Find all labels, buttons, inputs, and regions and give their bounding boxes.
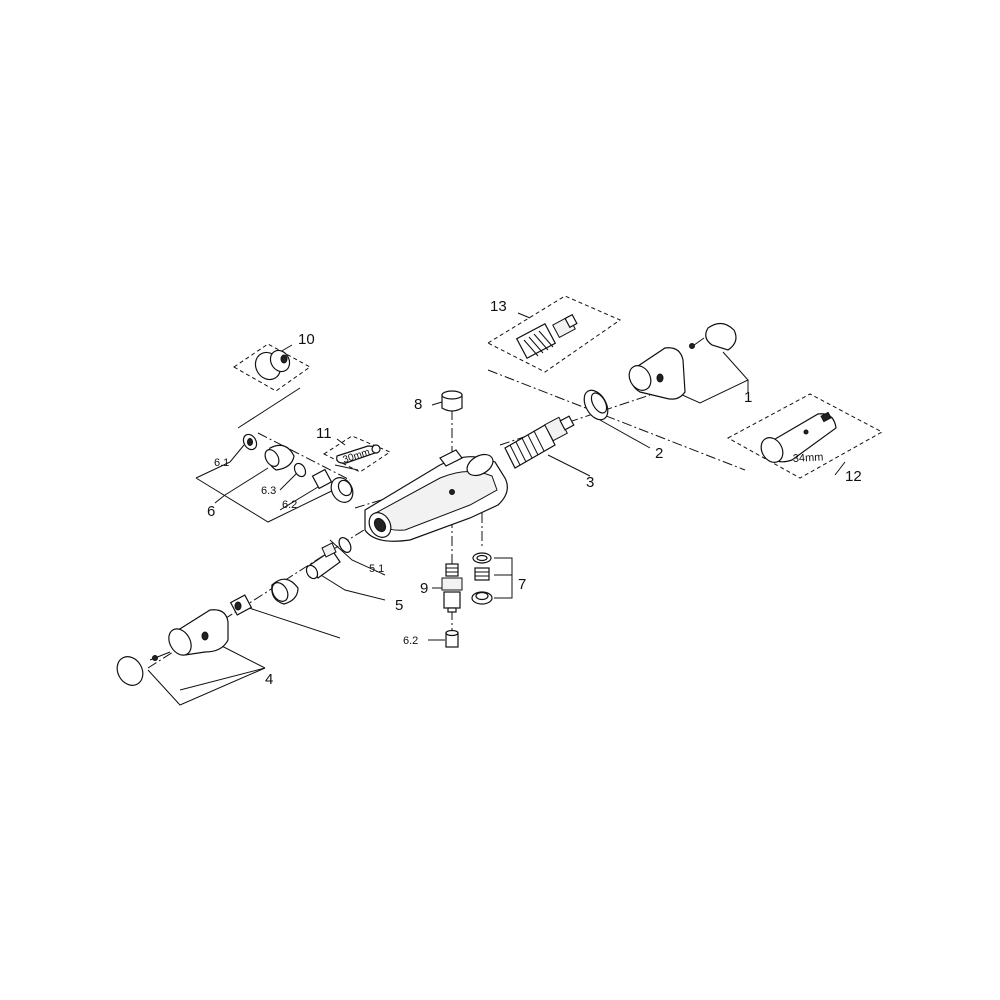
mixer-body: [364, 449, 508, 542]
kit-box-11: [322, 435, 392, 473]
label-part-10: 10: [298, 331, 315, 348]
cap-8: [441, 390, 463, 412]
label-part-3: 3: [586, 474, 594, 491]
label-part-5: 5: [395, 597, 403, 614]
nut-10: [254, 349, 291, 381]
label-part-13: 13: [490, 298, 507, 315]
label-part-5-1: 5.1: [369, 563, 384, 575]
leader-lines: [147, 312, 846, 706]
label-part-6: 6: [207, 503, 215, 520]
cartridge-13: [515, 313, 578, 360]
kit-box-13: [486, 295, 622, 373]
valve-5: [305, 537, 352, 580]
label-part-9: 9: [420, 580, 428, 597]
label-part-6-1: 6.1: [214, 457, 229, 469]
union-6: [242, 433, 354, 503]
kit-box-12: [726, 393, 884, 479]
label-part-4: 4: [265, 671, 273, 688]
cartridge-3: [504, 415, 575, 469]
kit-boxes: [233, 295, 884, 479]
wrench-11: [336, 444, 381, 464]
label-part-2: 2: [655, 445, 663, 462]
label-part-7: 7: [518, 576, 526, 593]
handle-4: [116, 578, 299, 686]
check-valve-7: [471, 552, 493, 605]
label-part-6-2: 6.2: [282, 499, 297, 511]
label-part-6-2-lower: 6.2: [403, 635, 418, 647]
label-part-8: 8: [414, 396, 422, 413]
ring-2: [583, 389, 609, 421]
handle-1: [628, 322, 737, 400]
label-part-1: 1: [744, 389, 752, 406]
label-part-11: 11: [316, 425, 332, 442]
label-part-12: 12: [845, 468, 862, 485]
diverter-9: [441, 563, 463, 613]
label-wrench-size: 30mm: [342, 447, 372, 466]
tool-12: [760, 411, 837, 463]
part-labels: 1 2 3 4 5 5.1 6 6.1 6.2 6.3 6.2 7 8 9 10…: [207, 298, 862, 688]
label-tool-size: 34mm: [793, 451, 824, 465]
label-part-6-3: 6.3: [261, 485, 276, 497]
nipple-6-2-lower: [445, 629, 459, 648]
